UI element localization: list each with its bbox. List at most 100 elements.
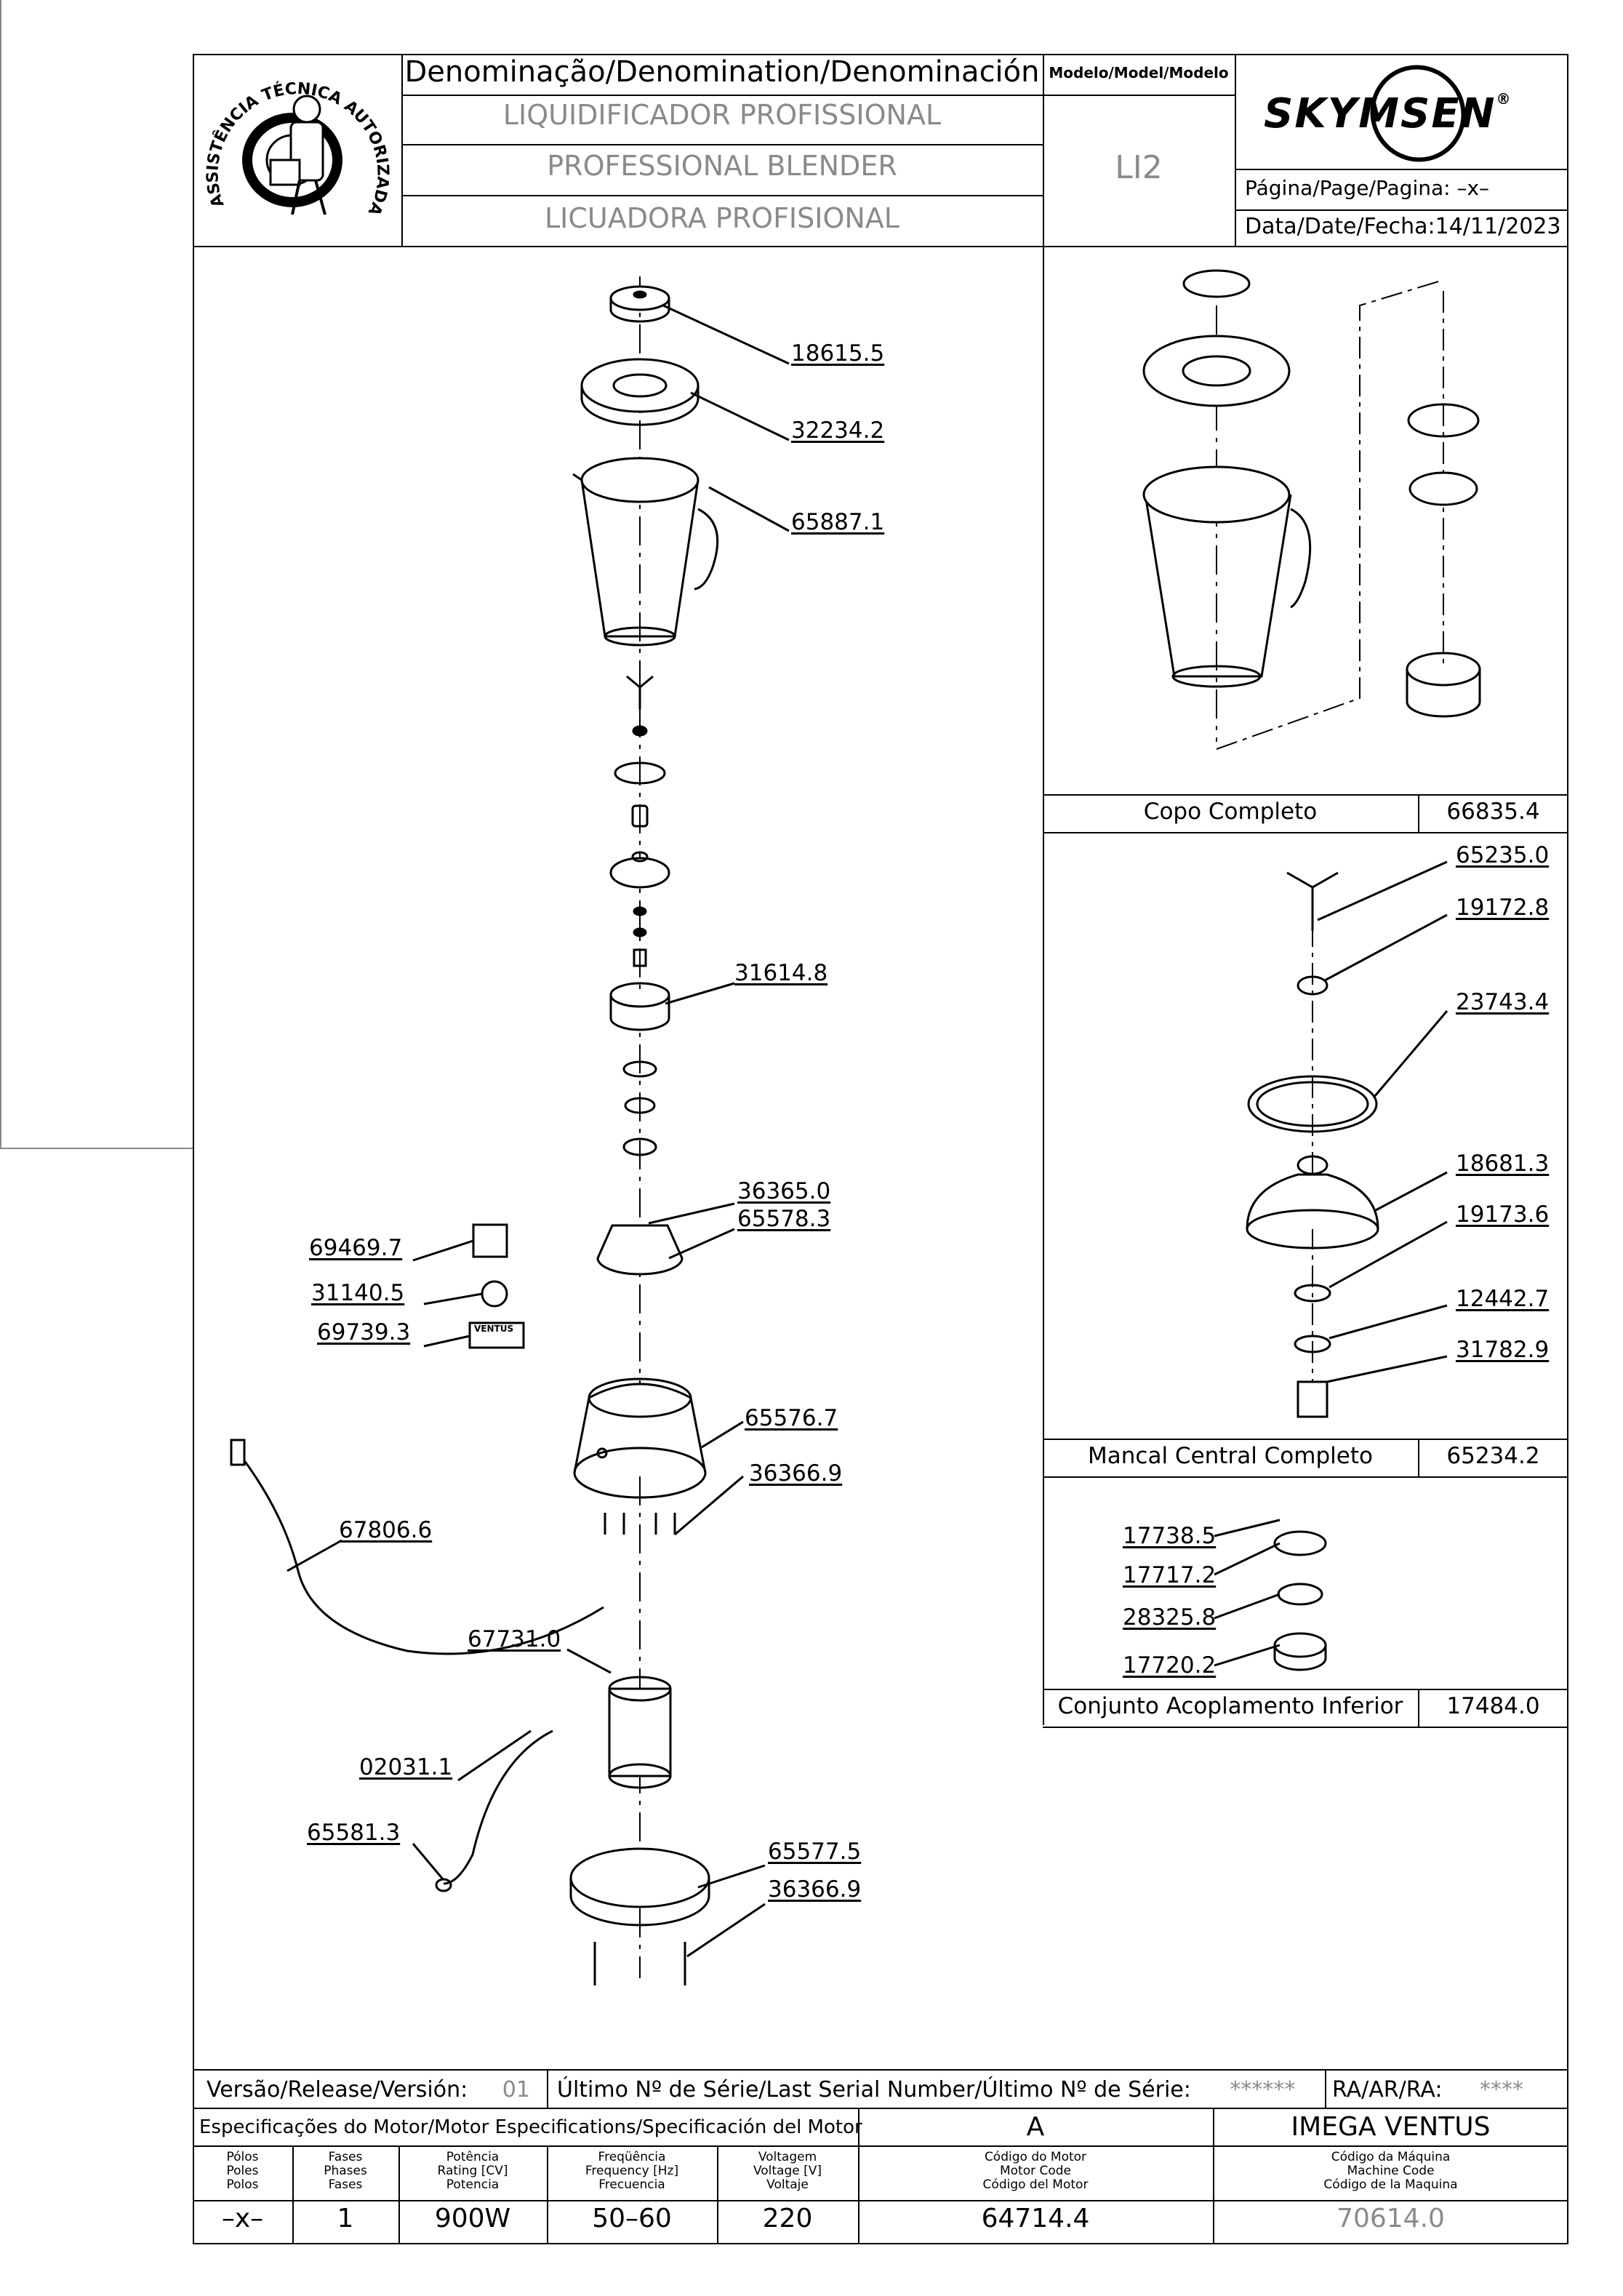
footer-v-version: [547, 2069, 548, 2108]
version-label: Versão/Release/Versión: 01: [207, 2077, 530, 2103]
header-row-1: [401, 95, 1043, 96]
header-bottom-line: [193, 246, 1568, 247]
ventus-badge-text: VENTUS: [474, 1324, 514, 1334]
footer-top-line: [193, 2069, 1568, 2071]
mancal-part-label: 12442.7: [1456, 1286, 1550, 1312]
footer-row-2: [193, 2108, 1568, 2109]
spec-value-poles: –x–: [221, 2204, 264, 2233]
model-value: LI2: [1115, 149, 1163, 186]
ra-caption: RA/AR/RA:: [1332, 2077, 1443, 2103]
acoplamento-name: Conjunto Acoplamento Inferior: [1057, 1693, 1403, 1719]
page-border-left: [0, 0, 1, 1148]
part-label: 31614.8: [734, 960, 828, 986]
copo-row-bottom: [1043, 832, 1568, 833]
part-label: 67806.6: [339, 1517, 433, 1543]
acoplamento-part-label: 17738.5: [1123, 1523, 1217, 1549]
header-divider-3: [1235, 54, 1236, 246]
part-label: 69739.3: [317, 1319, 411, 1345]
brand-registered-mark: ®: [1496, 90, 1512, 108]
mancal-part-label: 19172.8: [1456, 895, 1550, 921]
mancal-part-label: 65235.0: [1456, 842, 1550, 868]
serial-value: ******: [1230, 2077, 1296, 2103]
copo-code-divider: [1418, 794, 1419, 832]
mancal-part-label: 23743.4: [1456, 989, 1550, 1015]
acoplamento-row-bottom: [1043, 1727, 1568, 1728]
page-label: Página/Page/Pagina: –x–: [1245, 176, 1490, 200]
header-divider-1: [401, 54, 403, 246]
mancal-code-divider: [1418, 1439, 1419, 1476]
assistance-seal-logo: ASSISTÊNCIA TÉCNICA AUTORIZADA: [198, 58, 398, 244]
mancal-code: 65234.2: [1446, 1443, 1540, 1469]
part-label: 65576.7: [745, 1405, 838, 1431]
spec-value-rating: 900W: [434, 2204, 511, 2233]
version-value: 01: [502, 2077, 530, 2103]
part-label: 67731.0: [468, 1626, 561, 1652]
mancal-part-label: 18681.3: [1456, 1151, 1550, 1177]
spec-title: Especificações do Motor/Motor Especifica…: [199, 2116, 862, 2138]
copo-code: 66835.4: [1446, 799, 1540, 825]
acoplamento-code-divider: [1418, 1689, 1419, 1727]
date-row-line: [1235, 209, 1568, 211]
footer-v-spec: [858, 2108, 859, 2244]
mancal-row-top: [1043, 1439, 1568, 1440]
mancal-part-label: 19173.6: [1456, 1201, 1550, 1228]
date-caption: Data/Date/Fecha:: [1245, 214, 1435, 239]
model-label: Modelo/Model/Modelo: [1049, 64, 1229, 81]
product-name-en: PROFESSIONAL BLENDER: [547, 150, 897, 182]
denomination-title: Denominação/Denomination/Denominación: [404, 55, 1040, 89]
acoplamento-part-label: 28325.8: [1123, 1604, 1217, 1631]
spec-code: A: [1026, 2112, 1045, 2142]
footer-v-c3: [547, 2145, 548, 2244]
copo-row-top: [1043, 794, 1568, 796]
page-row-line: [1235, 169, 1568, 170]
footer-v-machine: [1213, 2108, 1214, 2244]
product-name-pt: LIQUIDIFICADOR PROFISSIONAL: [502, 99, 942, 131]
spec-value-voltage: 220: [762, 2204, 813, 2233]
part-label: 65581.3: [307, 1820, 401, 1846]
machine-name: IMEGA VENTUS: [1291, 2112, 1491, 2142]
product-name-es: LICUADORA PROFISIONAL: [545, 202, 899, 234]
spec-value-frequency: 50–60: [592, 2204, 672, 2233]
acoplamento-part-label: 17717.2: [1123, 1562, 1217, 1588]
acoplamento-part-label: 17720.2: [1123, 1652, 1217, 1679]
date-label: Data/Date/Fecha:14/11/2023: [1245, 214, 1561, 239]
footer-v-c4: [717, 2145, 718, 2244]
version-caption: Versão/Release/Versión:: [207, 2077, 468, 2103]
spec-value-motor-code: 64714.4: [981, 2204, 1090, 2233]
mancal-row-bottom: [1043, 1476, 1568, 1478]
ra-label: RA/AR/RA: ****: [1332, 2077, 1523, 2103]
part-label: 31140.5: [311, 1280, 405, 1306]
skymsen-logo: SKYMSEN®: [1236, 57, 1567, 167]
footer-v-c2: [398, 2145, 400, 2244]
spec-value-machine-code: 70614.0: [1337, 2204, 1445, 2233]
part-label: 65887.1: [791, 509, 885, 535]
part-label: 65578.3: [737, 1206, 831, 1232]
part-label: 36365.0: [737, 1178, 831, 1204]
part-label: 65577.5: [768, 1839, 862, 1865]
part-label: 02031.1: [359, 1754, 453, 1780]
mancal-name: Mancal Central Completo: [1088, 1443, 1373, 1469]
footer-v-c1: [292, 2145, 294, 2244]
spec-value-phases: 1: [337, 2204, 354, 2233]
model-row-line: [1043, 95, 1235, 96]
acoplamento-code: 17484.0: [1446, 1693, 1540, 1719]
right-panel-divider: [1043, 246, 1044, 1725]
header-row-2: [401, 144, 1043, 145]
footer-v-ra: [1325, 2069, 1326, 2108]
part-label: 32234.2: [791, 417, 885, 444]
copo-name: Copo Completo: [1143, 799, 1318, 825]
header-row-3: [401, 195, 1043, 196]
drawing-frame: [193, 54, 1568, 2244]
ra-value: ****: [1480, 2077, 1524, 2103]
part-label: 69469.7: [309, 1235, 403, 1261]
part-label: 36366.9: [749, 1460, 843, 1487]
mancal-part-label: 31782.9: [1456, 1337, 1550, 1363]
footer-row-3: [193, 2145, 1568, 2147]
